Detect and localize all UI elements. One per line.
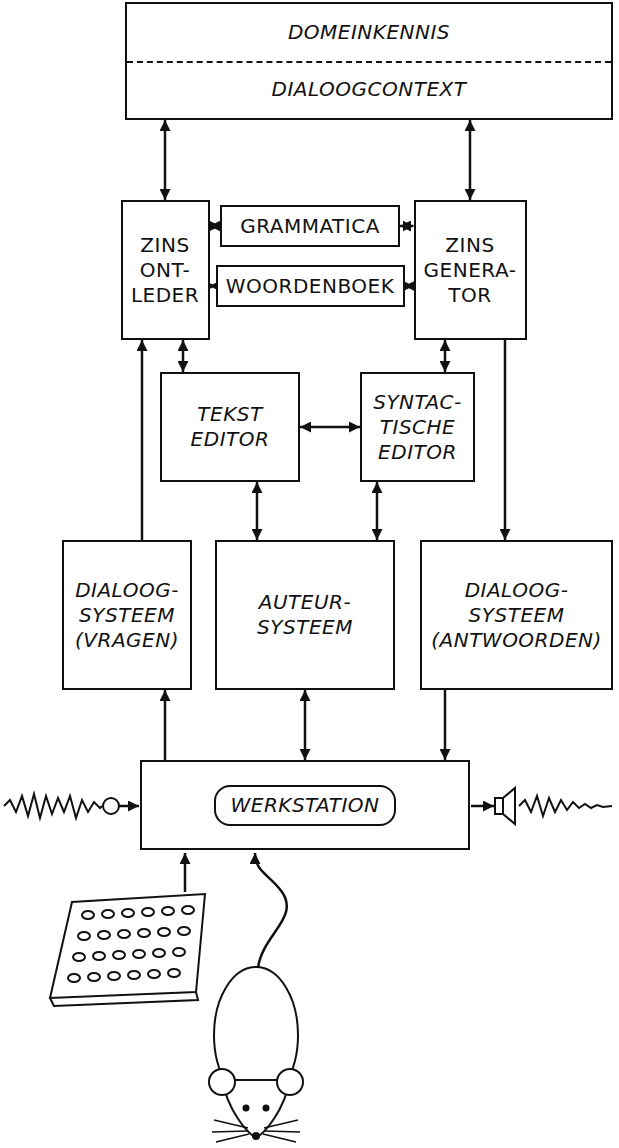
box-label: DIALOOG- SYSTEEM (ANTWOORDEN) (431, 578, 602, 653)
dashed-divider (127, 61, 611, 63)
output-arrow (471, 805, 494, 808)
system-box: AUTEUR- SYSTEEM (215, 540, 395, 690)
box-label: DIALOOG- SYSTEEM (VRAGEN) (75, 578, 179, 653)
microphone-head (103, 798, 119, 814)
input-arrow (184, 853, 187, 892)
input-arrow (119, 805, 139, 808)
mouse-nose (253, 1133, 259, 1139)
box-label: DOMEINKENNIS (288, 20, 450, 45)
keyboard-edge (50, 992, 198, 1006)
connector-arrow (210, 225, 221, 228)
connector-arrow (256, 482, 259, 540)
system-box: DIALOOG- SYSTEEM (VRAGEN) (62, 540, 192, 690)
box-label: ZINS GENERA- TOR (424, 233, 517, 308)
keyboard-keys (68, 906, 194, 982)
box-label: DIALOOGCONTEXT (272, 77, 467, 102)
keyboard-symbol (50, 853, 205, 1006)
connector-arrow (444, 690, 447, 760)
system-box: DIALOOG- SYSTEEM (ANTWOORDEN) (420, 540, 613, 690)
speaker-symbol (471, 788, 612, 824)
mouse-eye (264, 1106, 269, 1111)
box-label: WOORDENBOEK (226, 274, 395, 299)
mouse-tail (255, 853, 287, 968)
microphone-symbol (4, 794, 139, 818)
mouse-whiskers (212, 1120, 300, 1142)
knowledge-store: DOMEINKENNIS DIALOOGCONTEXT (125, 2, 613, 120)
box-label: SYNTAC- TISCHE EDITOR (373, 390, 462, 465)
speaker-cone (503, 788, 515, 824)
mouse-ear (277, 1069, 303, 1095)
keyboard-body (50, 894, 205, 998)
connector-arrow (300, 426, 360, 429)
sound-wave (519, 796, 612, 816)
box-label: ZINS ONT- LEDER (131, 233, 199, 308)
box-label: AUTEUR- SYSTEEM (257, 590, 353, 640)
mouse-ear (209, 1069, 235, 1095)
connector-arrow (182, 340, 185, 372)
connector-arrow (304, 690, 307, 760)
connector-arrow (444, 340, 447, 372)
connector-arrow (141, 340, 144, 540)
process-box: ZINS GENERA- TOR (414, 200, 527, 340)
editor-box: SYNTAC- TISCHE EDITOR (360, 372, 475, 482)
box-label: TEKST EDITOR (191, 402, 270, 452)
workstation-box: WERKSTATION (140, 760, 470, 850)
screen-label: WERKSTATION (214, 785, 395, 826)
connector-arrow (405, 285, 414, 288)
connector-arrow (164, 690, 167, 760)
sound-wave (4, 794, 102, 818)
speaker-body (495, 798, 503, 814)
connector-arrow (400, 225, 414, 228)
editor-box: TEKST EDITOR (160, 372, 300, 482)
connector-arrow (376, 482, 379, 540)
resource-box: GRAMMATICA (220, 205, 400, 247)
connector-arrow (469, 120, 472, 200)
resource-box: WOORDENBOEK (216, 265, 405, 307)
box-label: GRAMMATICA (240, 214, 380, 239)
connector-arrow (164, 120, 167, 200)
mouse-symbol (209, 853, 303, 1142)
connector-arrow (504, 340, 507, 540)
process-box: ZINS ONT- LEDER (121, 200, 210, 340)
mouse-eye (244, 1106, 249, 1111)
